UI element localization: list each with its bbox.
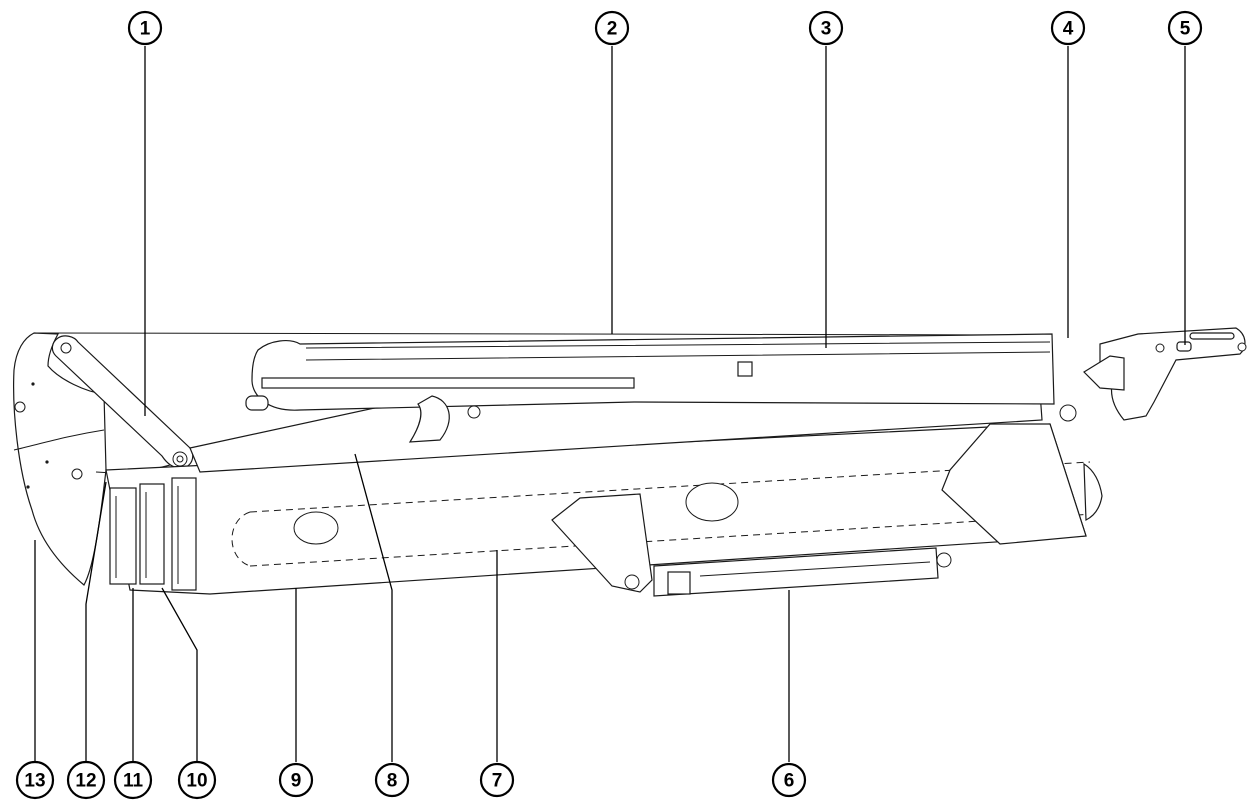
mount-pivot (1059, 404, 1077, 422)
callout-4-circle (1050, 10, 1086, 46)
leader-10 (161, 587, 198, 762)
callout-1-circle (127, 10, 163, 46)
callout-4-label: 4 (1063, 19, 1074, 40)
callout-2-label: 2 (607, 19, 618, 40)
callout-2: 2 (594, 10, 630, 46)
callout-12-circle (66, 760, 106, 800)
callout-7: 7 (479, 762, 515, 798)
bracket-plate-b (139, 483, 165, 585)
mount-hole-end (1237, 342, 1247, 352)
callout-3-label: 3 (821, 19, 832, 40)
callout-6-circle (771, 762, 807, 798)
leader-8 (354, 453, 393, 762)
leader-lines (34, 46, 1186, 762)
callout-13: 13 (15, 760, 55, 800)
top-rail-line (33, 332, 1049, 336)
lower-cylinder-base-pin (624, 574, 640, 590)
arm-pin-bottom-inner (176, 455, 184, 463)
mounting-brackets (109, 477, 197, 591)
callout-12: 12 (66, 760, 106, 800)
lower-cylinder-pin (936, 552, 952, 568)
callout-9: 9 (278, 762, 314, 798)
jib-hose-end (245, 395, 269, 411)
callout-4: 4 (1050, 10, 1086, 46)
platform-mount-window (1083, 355, 1125, 391)
arm-pin-top (60, 342, 72, 354)
turret-pivot-hole (14, 401, 26, 413)
turret-rivet (31, 382, 35, 386)
callout-8: 8 (374, 762, 410, 798)
front-boom-plate (941, 423, 1087, 545)
mount-connector (1176, 341, 1192, 352)
callout-11-label: 11 (123, 771, 144, 792)
leader-12 (85, 481, 107, 762)
turret-rivet (45, 460, 49, 464)
boom-tip (1083, 462, 1103, 521)
callout-11-circle (113, 760, 153, 800)
bracket-detail (115, 486, 179, 584)
callout-10-circle (177, 760, 217, 800)
callout-5-circle (1167, 10, 1203, 46)
callout-13-circle (15, 760, 55, 800)
callout-5: 5 (1167, 10, 1203, 46)
callout-2-circle (594, 10, 630, 46)
jib-rail (305, 341, 1051, 361)
callout-1: 1 (127, 10, 163, 46)
callout-3: 3 (808, 10, 844, 46)
callout-5-label: 5 (1180, 19, 1191, 40)
callout-11: 11 (113, 760, 153, 800)
platform-mount (1099, 327, 1246, 421)
turret-bolt (71, 468, 83, 480)
boom-drawing (13, 327, 1247, 597)
lower-cylinder-rod (699, 561, 931, 577)
callout-9-label: 9 (291, 771, 302, 792)
callout-6: 6 (771, 762, 807, 798)
callout-8-circle (374, 762, 410, 798)
callout-3-circle (808, 10, 844, 46)
bracket-plate-a (109, 487, 137, 585)
callout-10-label: 10 (186, 771, 207, 792)
lower-cylinder-body (653, 547, 939, 597)
hose-loop (408, 395, 450, 443)
callout-7-label: 7 (492, 771, 503, 792)
callout-6-label: 6 (784, 771, 795, 792)
callout-1-label: 1 (140, 19, 151, 40)
turret-panel-line (13, 429, 105, 451)
lower-cylinder-block (667, 571, 691, 595)
callout-7-circle (479, 762, 515, 798)
rear-boom-plate (551, 493, 653, 593)
access-hole-rear (293, 511, 339, 545)
bracket-plate-c (171, 477, 197, 591)
mount-hole (1155, 343, 1165, 353)
turret-rivet (26, 485, 30, 489)
callout-8-label: 8 (387, 771, 398, 792)
hose-clamp (467, 405, 481, 419)
jib-hose-tray (261, 377, 635, 389)
turret-end-cap (13, 332, 107, 586)
jib-bracket (737, 361, 753, 377)
mount-slot (1189, 332, 1235, 340)
callout-13-label: 13 (24, 771, 45, 792)
jib-section (251, 333, 1055, 411)
lower-cylinder (624, 547, 952, 597)
callout-12-label: 12 (75, 771, 96, 792)
callout-9-circle (278, 762, 314, 798)
callout-10: 10 (177, 760, 217, 800)
access-hole-front (685, 482, 739, 522)
